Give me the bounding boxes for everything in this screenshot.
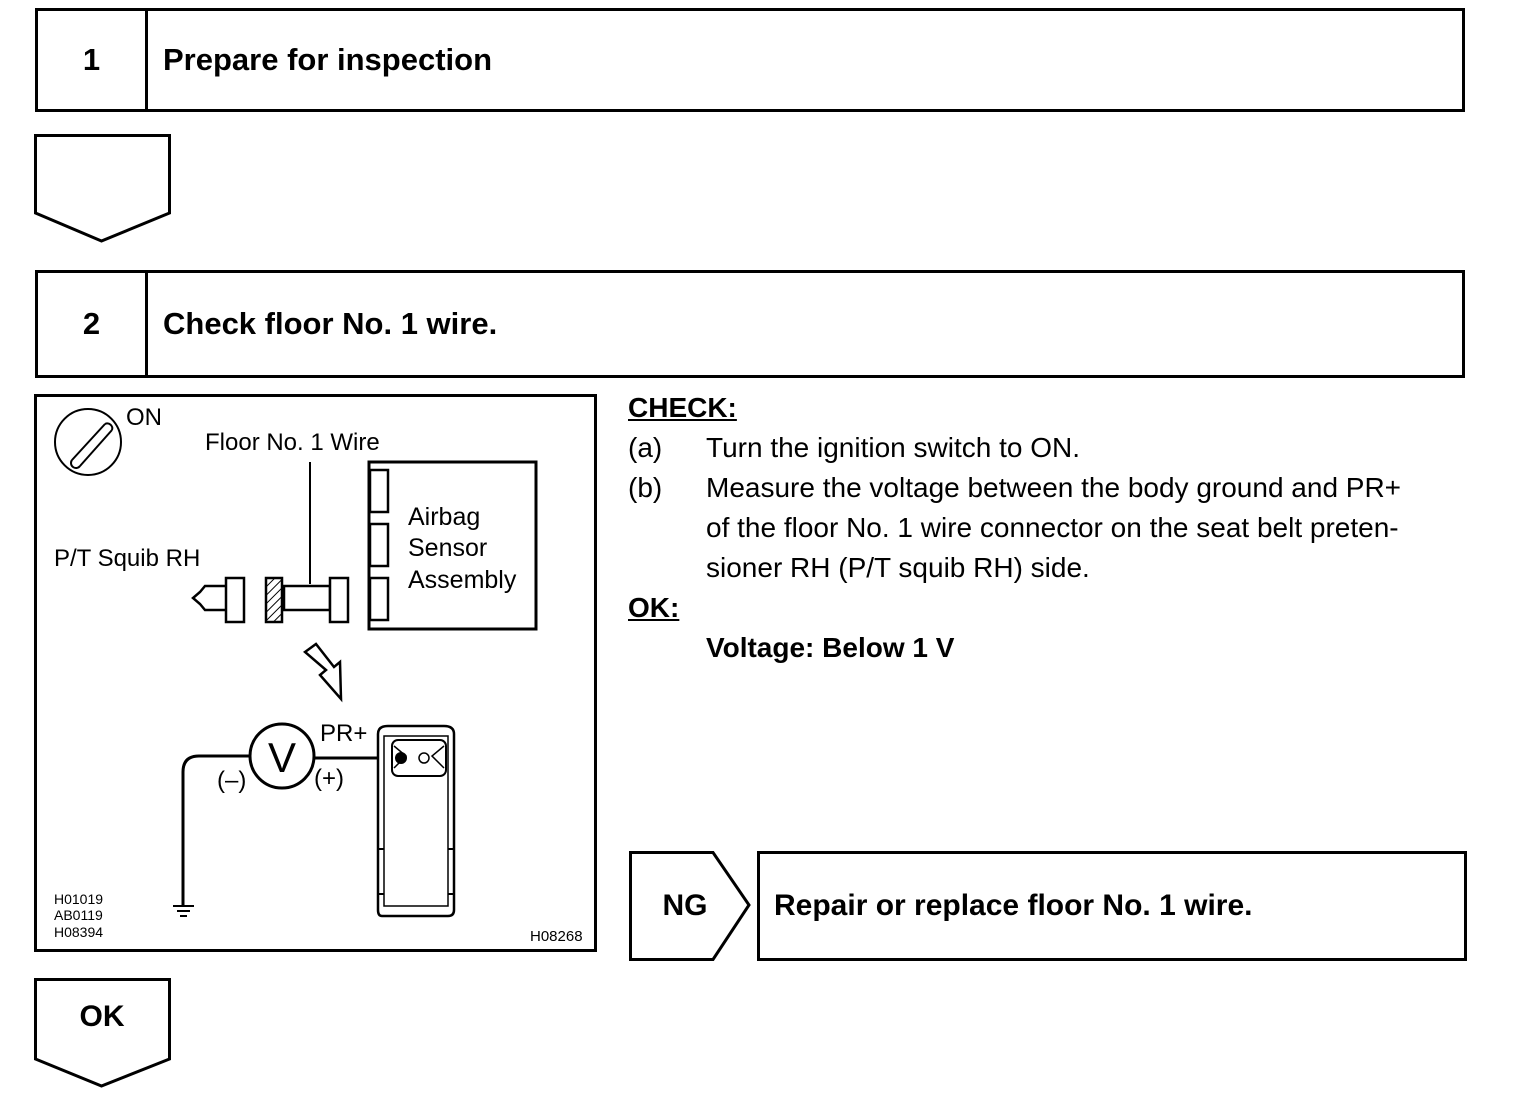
ok-flow-arrow-down-icon — [34, 978, 171, 1088]
ref-code-2: AB0119 — [54, 907, 103, 923]
check-heading: CHECK: — [628, 392, 737, 423]
ng-label: NG — [662, 889, 708, 922]
terminal-label: PR+ — [320, 720, 367, 747]
airbag-sensor-assembly — [367, 460, 538, 631]
step-2-header: 2 Check floor No. 1 wire. — [35, 270, 1465, 378]
ignition-switch-icon — [54, 408, 122, 476]
negative-probe-label: (–) — [217, 767, 246, 794]
squib-connector-icon — [191, 576, 246, 624]
ng-flow-arrow-icon — [629, 851, 751, 961]
step-2-title: Check floor No. 1 wire. — [163, 306, 498, 341]
ng-action-box: Repair or replace floor No. 1 wire. — [757, 851, 1467, 961]
check-item-b-line-2: of the floor No. 1 wire connector on the… — [706, 512, 1399, 543]
step-1-title: Prepare for inspection — [163, 42, 493, 77]
sensor-label-line-3: Assembly — [408, 566, 517, 594]
check-item-b-line-1: Measure the voltage between the body gro… — [706, 472, 1402, 503]
voltmeter-symbol: V — [268, 734, 296, 781]
squib-label: P/T Squib RH — [54, 545, 200, 572]
step-1-number: 1 — [38, 11, 148, 109]
disconnect-arrow-icon — [302, 642, 343, 703]
ref-code-1: H01019 — [54, 891, 103, 907]
figure-code: H08268 — [530, 928, 583, 945]
flow-arrow-down-icon — [34, 134, 171, 243]
positive-probe-label: (+) — [314, 765, 344, 792]
check-item-a-text: Turn the ignition switch to ON. — [706, 432, 1081, 463]
sensor-label-line-2: Sensor — [408, 534, 487, 562]
sensor-label-line-1: Airbag — [408, 503, 480, 531]
step-1-header: 1 Prepare for inspection — [35, 8, 1465, 112]
step-2-number: 2 — [38, 273, 148, 375]
ok-heading: OK: — [628, 592, 680, 623]
ignition-label: ON — [126, 404, 162, 431]
voltmeter-icon: V — [248, 722, 316, 790]
check-item-a-marker: (a) — [628, 432, 663, 463]
wiring-diagram: ON Floor No. 1 Wire Airbag Sensor Assemb… — [34, 394, 597, 952]
ref-code-3: H08394 — [54, 924, 103, 940]
ng-action-text: Repair or replace floor No. 1 wire. — [774, 889, 1253, 922]
wire-label: Floor No. 1 Wire — [205, 429, 380, 456]
short-spring-icon — [264, 576, 284, 624]
ok-result-label: OK — [79, 1000, 125, 1033]
check-item-b-line-3: sioner RH (P/T squib RH) side. — [706, 552, 1090, 583]
ground-symbol-icon — [173, 905, 194, 917]
pretensioner-connector-icon — [376, 724, 456, 918]
wire-connector-icon — [282, 576, 350, 624]
ok-specification: Voltage: Below 1 V — [706, 632, 955, 663]
check-item-b-marker: (b) — [628, 472, 663, 503]
